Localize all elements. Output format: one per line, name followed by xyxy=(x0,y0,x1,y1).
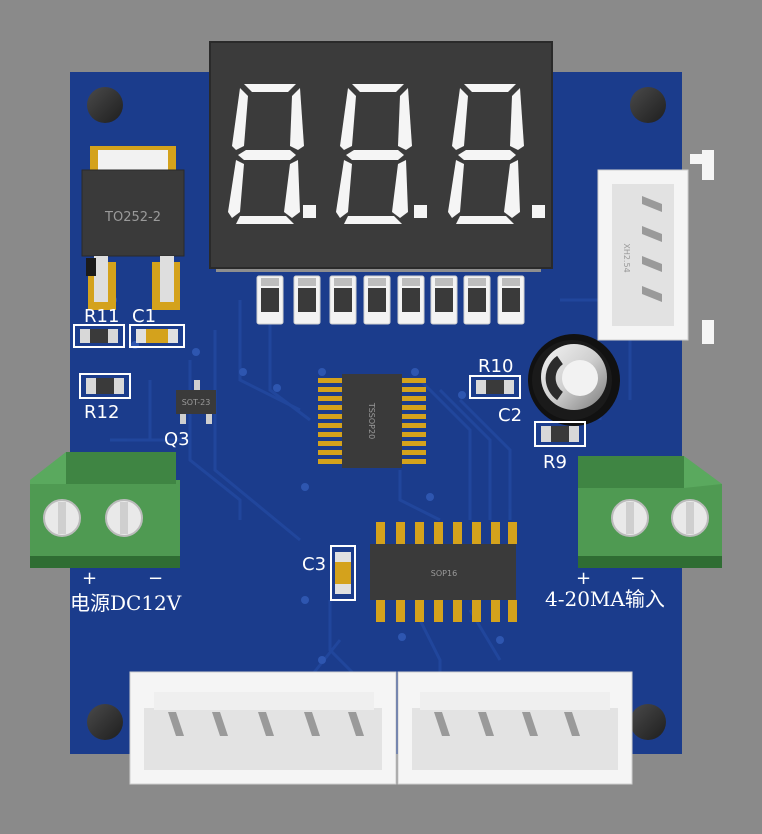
c2-electrolytic-capacitor xyxy=(528,334,620,426)
power-screw-1 xyxy=(43,499,81,537)
signal-terminal-block xyxy=(578,456,722,568)
label-c3: C3 xyxy=(302,554,326,575)
label-r11: R11 xyxy=(84,306,119,327)
c1-capacitor xyxy=(129,324,185,348)
mcu-marking: TSSOP20 xyxy=(367,402,376,439)
label-q3: Q3 xyxy=(164,429,190,450)
seven-segment-display xyxy=(209,41,553,272)
connector-marking: XH2.54 xyxy=(622,243,631,272)
signal-screw-1 xyxy=(611,499,649,537)
ic-package-label: SOP16 xyxy=(431,569,457,578)
right-header-connector: XH2.54 xyxy=(597,150,714,344)
display-digit-2 xyxy=(336,84,427,224)
input-minus-label: − xyxy=(630,568,645,589)
power-screw-2 xyxy=(105,499,143,537)
bottom-connector-right xyxy=(397,671,633,785)
bottom-connector-left xyxy=(129,671,397,785)
voltage-regulator: TO252-2 xyxy=(81,146,185,310)
r9-resistor xyxy=(534,421,586,447)
q3-transistor: SOT-23 xyxy=(176,380,216,424)
r11-resistor xyxy=(73,324,125,348)
sop16-chip: SOP16 xyxy=(370,522,517,622)
display-digit-3 xyxy=(448,84,545,224)
signal-input-label: 4-20MA输入 xyxy=(545,587,665,611)
power-terminal-block xyxy=(30,452,180,568)
display-digit-1 xyxy=(228,84,316,224)
input-plus-label: + xyxy=(576,568,591,589)
power-plus-label: + xyxy=(82,568,97,589)
signal-screw-2 xyxy=(671,499,709,537)
power-minus-label: − xyxy=(148,568,163,589)
label-r9: R9 xyxy=(543,452,567,473)
display-resistor-row xyxy=(256,275,525,325)
label-c2: C2 xyxy=(498,405,522,426)
mounting-holes xyxy=(87,87,666,740)
label-r10: R10 xyxy=(478,356,513,377)
label-r12: R12 xyxy=(84,402,119,423)
mcu-chip: TSSOP20 xyxy=(318,374,426,468)
label-c1: C1 xyxy=(132,306,156,327)
regulator-package-label: TO252-2 xyxy=(104,210,161,225)
power-input-label: 电源DC12V xyxy=(70,591,182,615)
r10-resistor xyxy=(469,375,521,399)
q3-marking: SOT-23 xyxy=(182,398,211,407)
c3-capacitor xyxy=(330,545,356,601)
r12-resistor xyxy=(79,373,131,399)
